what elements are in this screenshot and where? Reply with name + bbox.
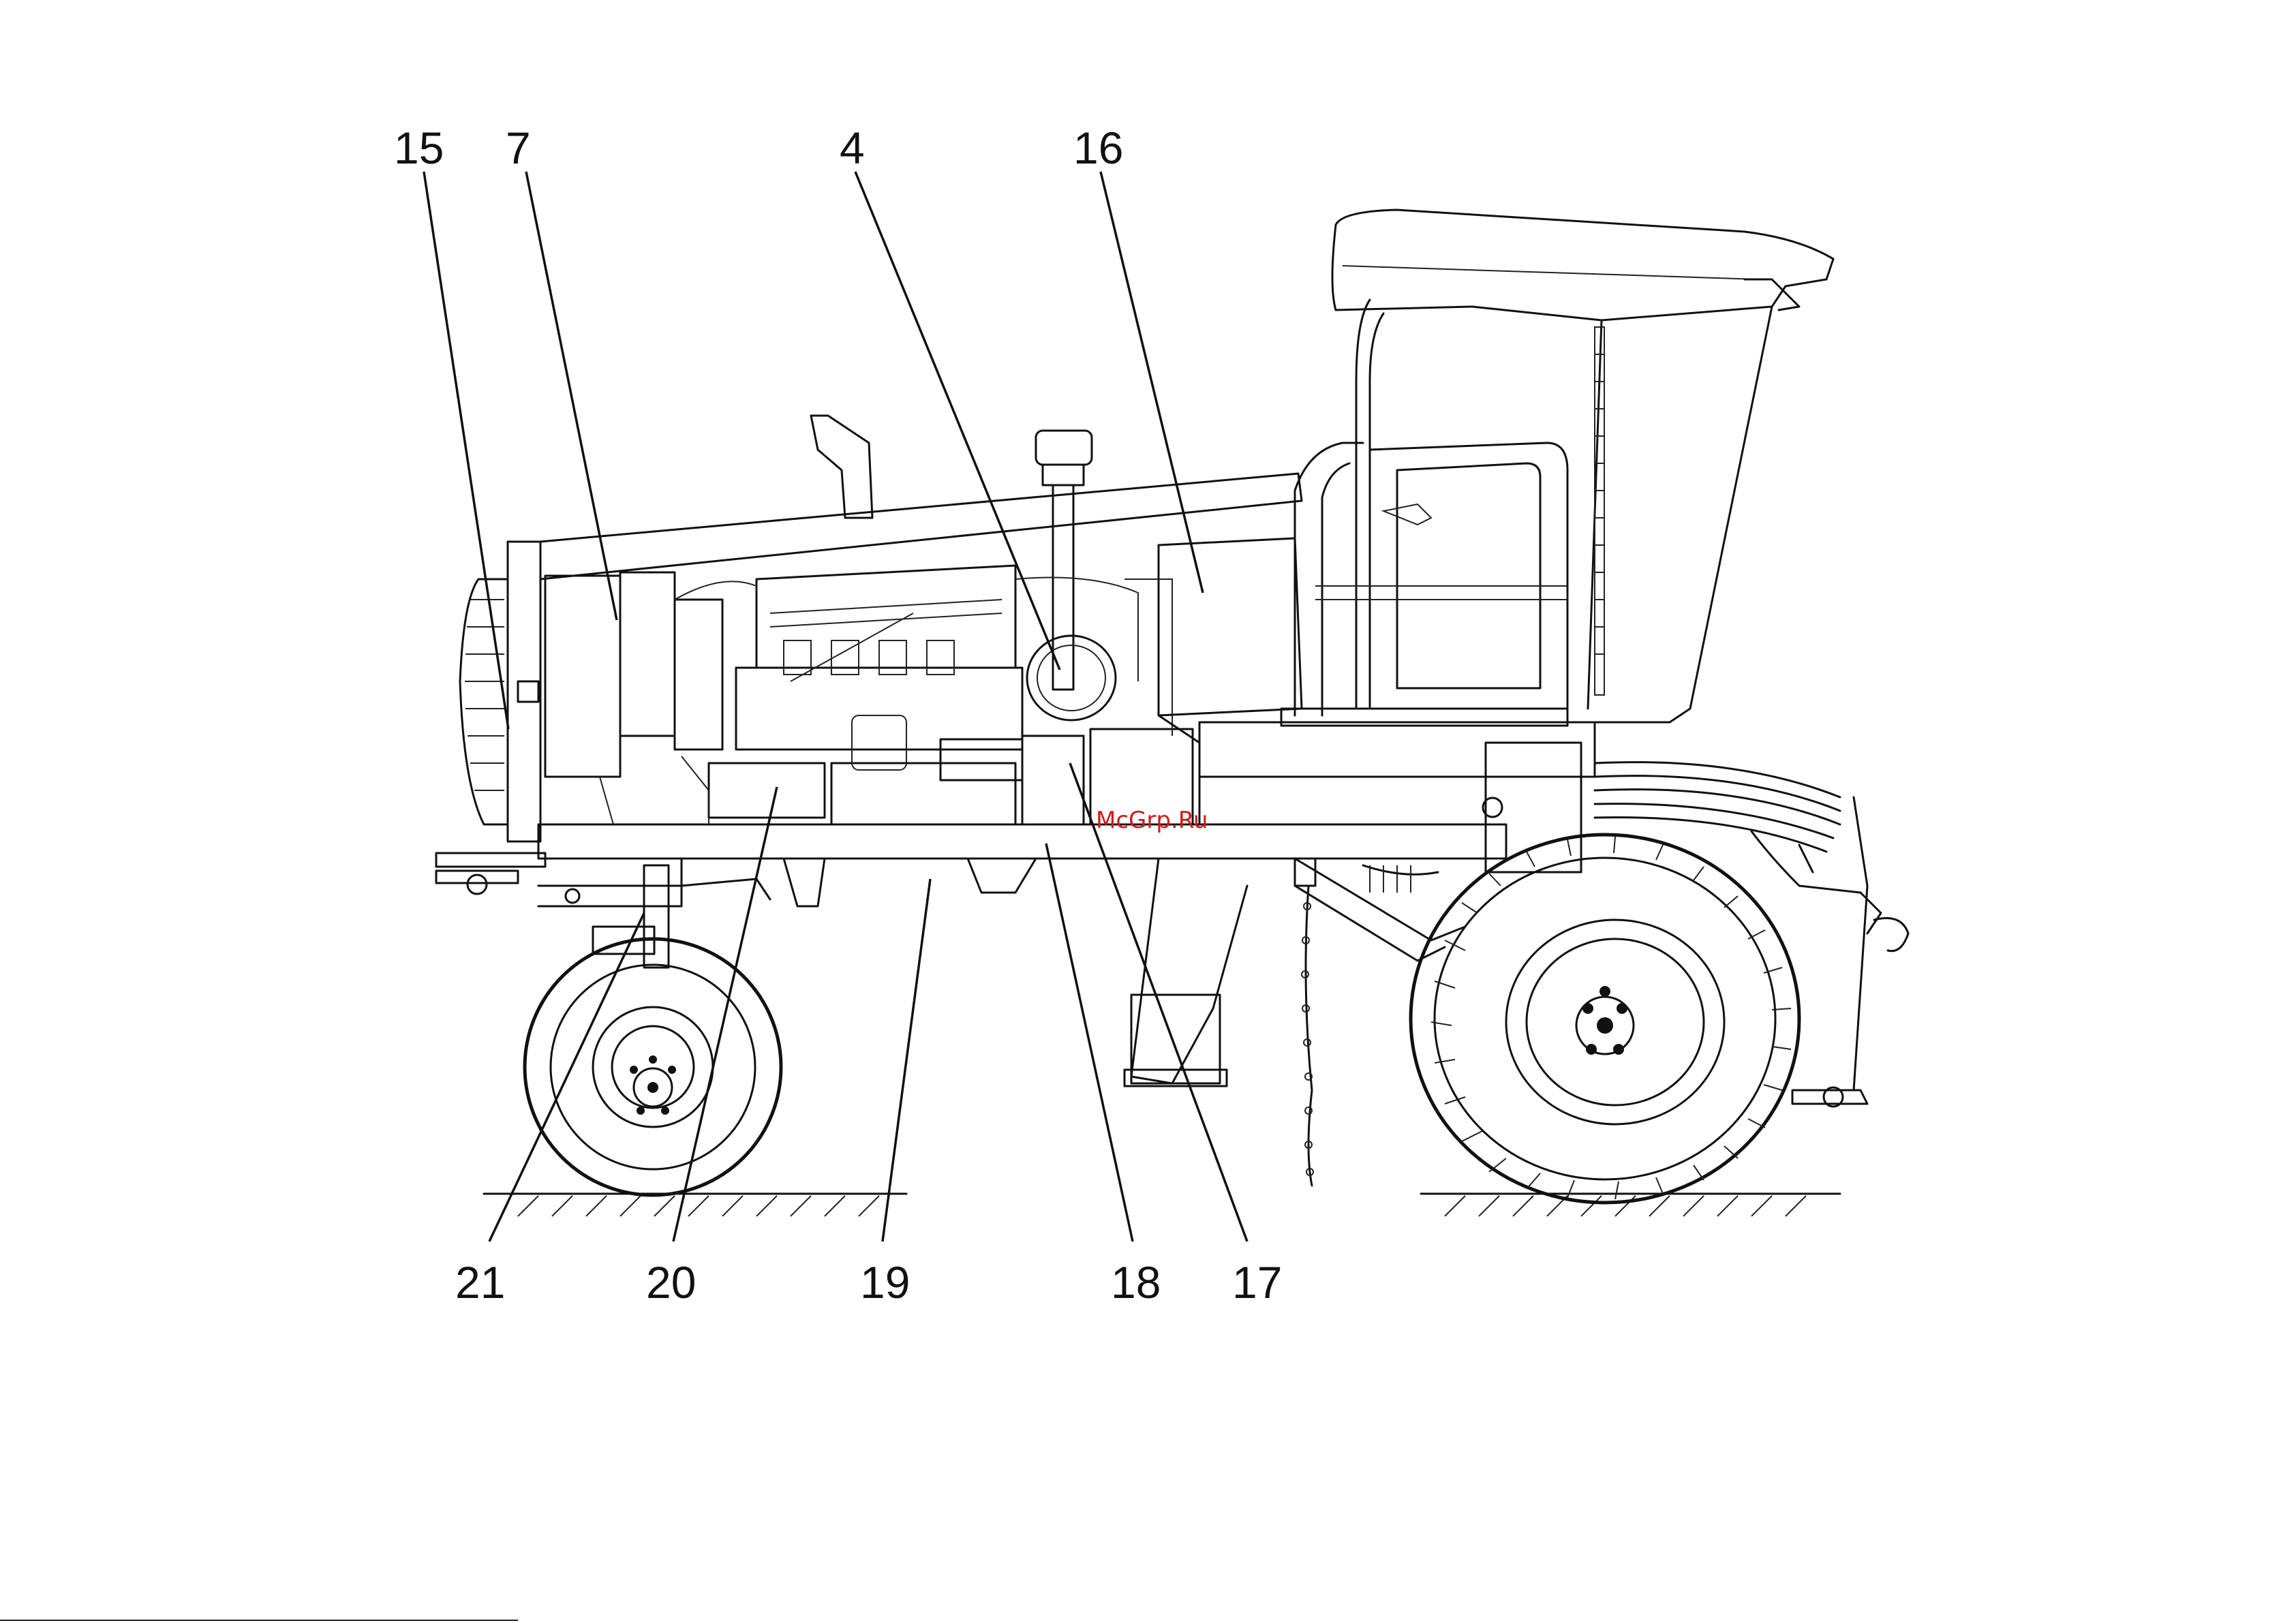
front-grille [460,542,540,841]
hanging-chain [1302,886,1313,1186]
rear-hydraulics [1595,762,1908,1107]
callout-4: 4 [840,123,865,173]
watermark-text: McGrp.Ru [1096,807,1208,834]
main-frame [436,824,1506,906]
step-ladder [1124,859,1247,1086]
rear-wheel [1411,835,1799,1203]
callout-17: 17 [1232,1257,1282,1308]
ground-right [1421,1194,1840,1216]
cab [1199,210,1833,777]
callout-15: 15 [394,123,444,173]
callout-7: 7 [506,123,531,173]
callout-21: 21 [455,1257,505,1308]
engine-assembly [545,566,1193,824]
front-wheel [525,939,781,1195]
callout-18: 18 [1111,1257,1161,1308]
callout-19: 19 [860,1257,910,1308]
front-wheel-support [538,865,770,968]
callout-16: 16 [1073,123,1123,173]
callout-labels: 15 7 4 16 21 20 19 18 17 [394,123,1282,1308]
fuel-tank [1159,538,1302,824]
mid-linkage [1295,743,1581,961]
callout-20: 20 [646,1257,696,1308]
ground-left [484,1194,906,1216]
